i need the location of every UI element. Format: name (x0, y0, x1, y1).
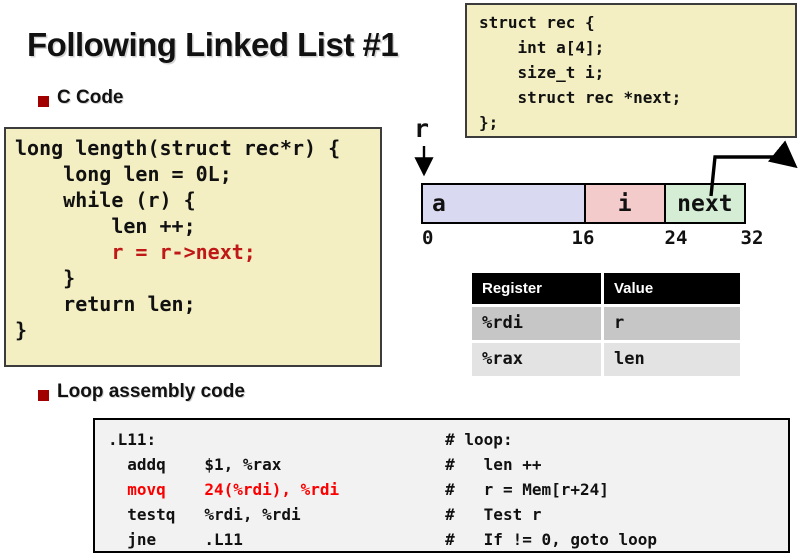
assembly-instruction: movq 24(%rdi), %rdi (108, 480, 340, 499)
assembly-code-box: .L11: # loop: addq $1, %rax # len ++ movq … (93, 418, 790, 553)
assembly-instruction: testq %rdi, %rdi (108, 505, 301, 524)
offset-label: 0 (422, 227, 434, 249)
c-code-section-label: C Code (57, 87, 124, 108)
c-code-line: len ++; (15, 214, 196, 238)
bullet-square-icon (38, 390, 49, 401)
struct-code-line: int a[4]; (479, 38, 605, 57)
offset-label: 32 (740, 227, 764, 249)
memory-cell-next: next (663, 185, 744, 222)
c-code-box: long length(struct rec*r) { long len = 0… (4, 127, 382, 367)
register-name-cell: %rax (472, 343, 601, 376)
table-divider (472, 304, 601, 307)
assembly-comment: # If != 0, goto loop (445, 530, 658, 549)
assembly-comment: # Test r (445, 505, 542, 524)
register-name-cell: %rdi (472, 307, 601, 340)
struct-code-line: struct rec *next; (479, 88, 682, 107)
assembly-section-label: Loop assembly code (57, 381, 245, 402)
c-code-line: long length(struct rec*r) { (15, 136, 341, 160)
table-divider (601, 340, 604, 343)
c-code-line: } (15, 266, 76, 290)
memory-cell-i: i (583, 185, 664, 222)
register-column-header: Register (472, 273, 601, 304)
register-value-cell: len (604, 343, 740, 376)
offset-label: 24 (664, 227, 688, 249)
assembly-comment: # loop: (445, 430, 513, 449)
assembly-instruction: .L11: (108, 430, 157, 449)
value-column-header: Value (604, 273, 740, 304)
table-divider (604, 304, 740, 307)
bullet-square-icon (38, 96, 49, 107)
register-value-cell: r (604, 307, 740, 340)
pointer-r-label: r (414, 114, 430, 143)
table-divider (601, 343, 604, 376)
table-divider (472, 340, 601, 343)
c-code-line: while (r) { (15, 188, 196, 212)
c-code-line: return len; (15, 292, 196, 316)
assembly-code-line: .L11: # loop: (108, 427, 788, 452)
assembly-comment: # r = Mem[r+24] (445, 480, 609, 499)
table-divider (601, 273, 604, 304)
offset-label: 16 (571, 227, 595, 249)
assembly-code-line: addq $1, %rax # len ++ (108, 452, 788, 477)
c-code-line: long len = 0L; (15, 162, 232, 186)
memory-cell-a: a (423, 185, 584, 222)
struct-code-line: struct rec { (479, 13, 595, 32)
table-divider (601, 307, 604, 340)
assembly-code-line: testq %rdi, %rdi # Test r (108, 502, 788, 527)
table-divider (604, 340, 740, 343)
table-divider (601, 304, 604, 307)
assembly-instruction: addq $1, %rax (108, 455, 282, 474)
assembly-instruction: jne .L11 (108, 530, 243, 549)
assembly-code-line: jne .L11 # If != 0, goto loop (108, 527, 788, 552)
assembly-comment: # len ++ (445, 455, 542, 474)
struct-definition-box: struct rec { int a[4]; size_t i; struct … (465, 3, 797, 138)
struct-code-line: size_t i; (479, 63, 605, 82)
c-code-line: r = r->next; (15, 240, 256, 264)
assembly-code-line: movq 24(%rdi), %rdi # r = Mem[r+24] (108, 477, 788, 502)
page-title: Following Linked List #1 (27, 26, 399, 63)
c-code-line: } (15, 318, 28, 342)
struct-code-line: }; (479, 113, 499, 132)
